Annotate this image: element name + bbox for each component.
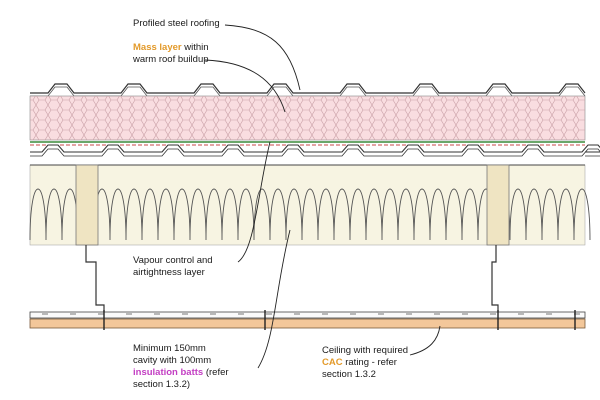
label-cavity-line1: Minimum 150mm (133, 343, 206, 354)
profiled-steel-roofing (30, 83, 586, 94)
leader-vapour (237, 141, 271, 263)
leader-ceiling (409, 325, 441, 356)
timber-joist-right (486, 164, 510, 246)
ceiling-rail (29, 311, 586, 319)
label-vapour-line1: Vapour control and (133, 255, 213, 266)
label-roofing: Profiled steel roofing (133, 18, 220, 30)
label-ceiling-rest: rating - refer (342, 357, 397, 368)
ceiling-board (29, 318, 586, 329)
label-ceiling: Ceiling with required CAC rating - refer… (322, 345, 408, 381)
label-mass-rest: within (181, 42, 209, 53)
ceiling-hanger-right (491, 245, 499, 312)
steel-deck-profile-underside (30, 148, 600, 157)
label-vapour: Vapour control and airtightness layer (133, 255, 213, 279)
label-mass-highlight: Mass layer (133, 42, 182, 53)
leader-mass-layer (204, 59, 286, 113)
label-cavity-highlight: insulation batts (133, 367, 204, 378)
label-cavity: Minimum 150mm cavity with 100mm insulati… (133, 343, 229, 391)
profiled-steel-roofing-underside (30, 86, 586, 97)
leader-cavity (257, 229, 291, 369)
label-cavity-line4: section 1.3.2) (133, 379, 191, 390)
label-cavity-rest: (refer (203, 367, 229, 378)
label-ceiling-line3: section 1.3.2 (322, 369, 376, 380)
mass-layer-pattern (30, 96, 585, 140)
label-mass-line2: warm roof buildup (133, 54, 209, 65)
timber-joist-left (75, 164, 99, 246)
ceiling-hanger-left (85, 245, 105, 312)
label-cavity-line2: cavity with 100mm (133, 355, 212, 366)
label-vapour-line2: airtightness layer (133, 267, 205, 278)
label-ceiling-line1: Ceiling with required (322, 345, 409, 356)
ceiling-fixings (42, 310, 580, 330)
label-roofing-text: Profiled steel roofing (133, 18, 220, 29)
steel-deck-profile (30, 144, 600, 153)
label-mass-layer: Mass layer within warm roof buildup (133, 42, 209, 66)
label-ceiling-highlight: CAC (322, 357, 343, 368)
leader-roofing (224, 24, 301, 91)
